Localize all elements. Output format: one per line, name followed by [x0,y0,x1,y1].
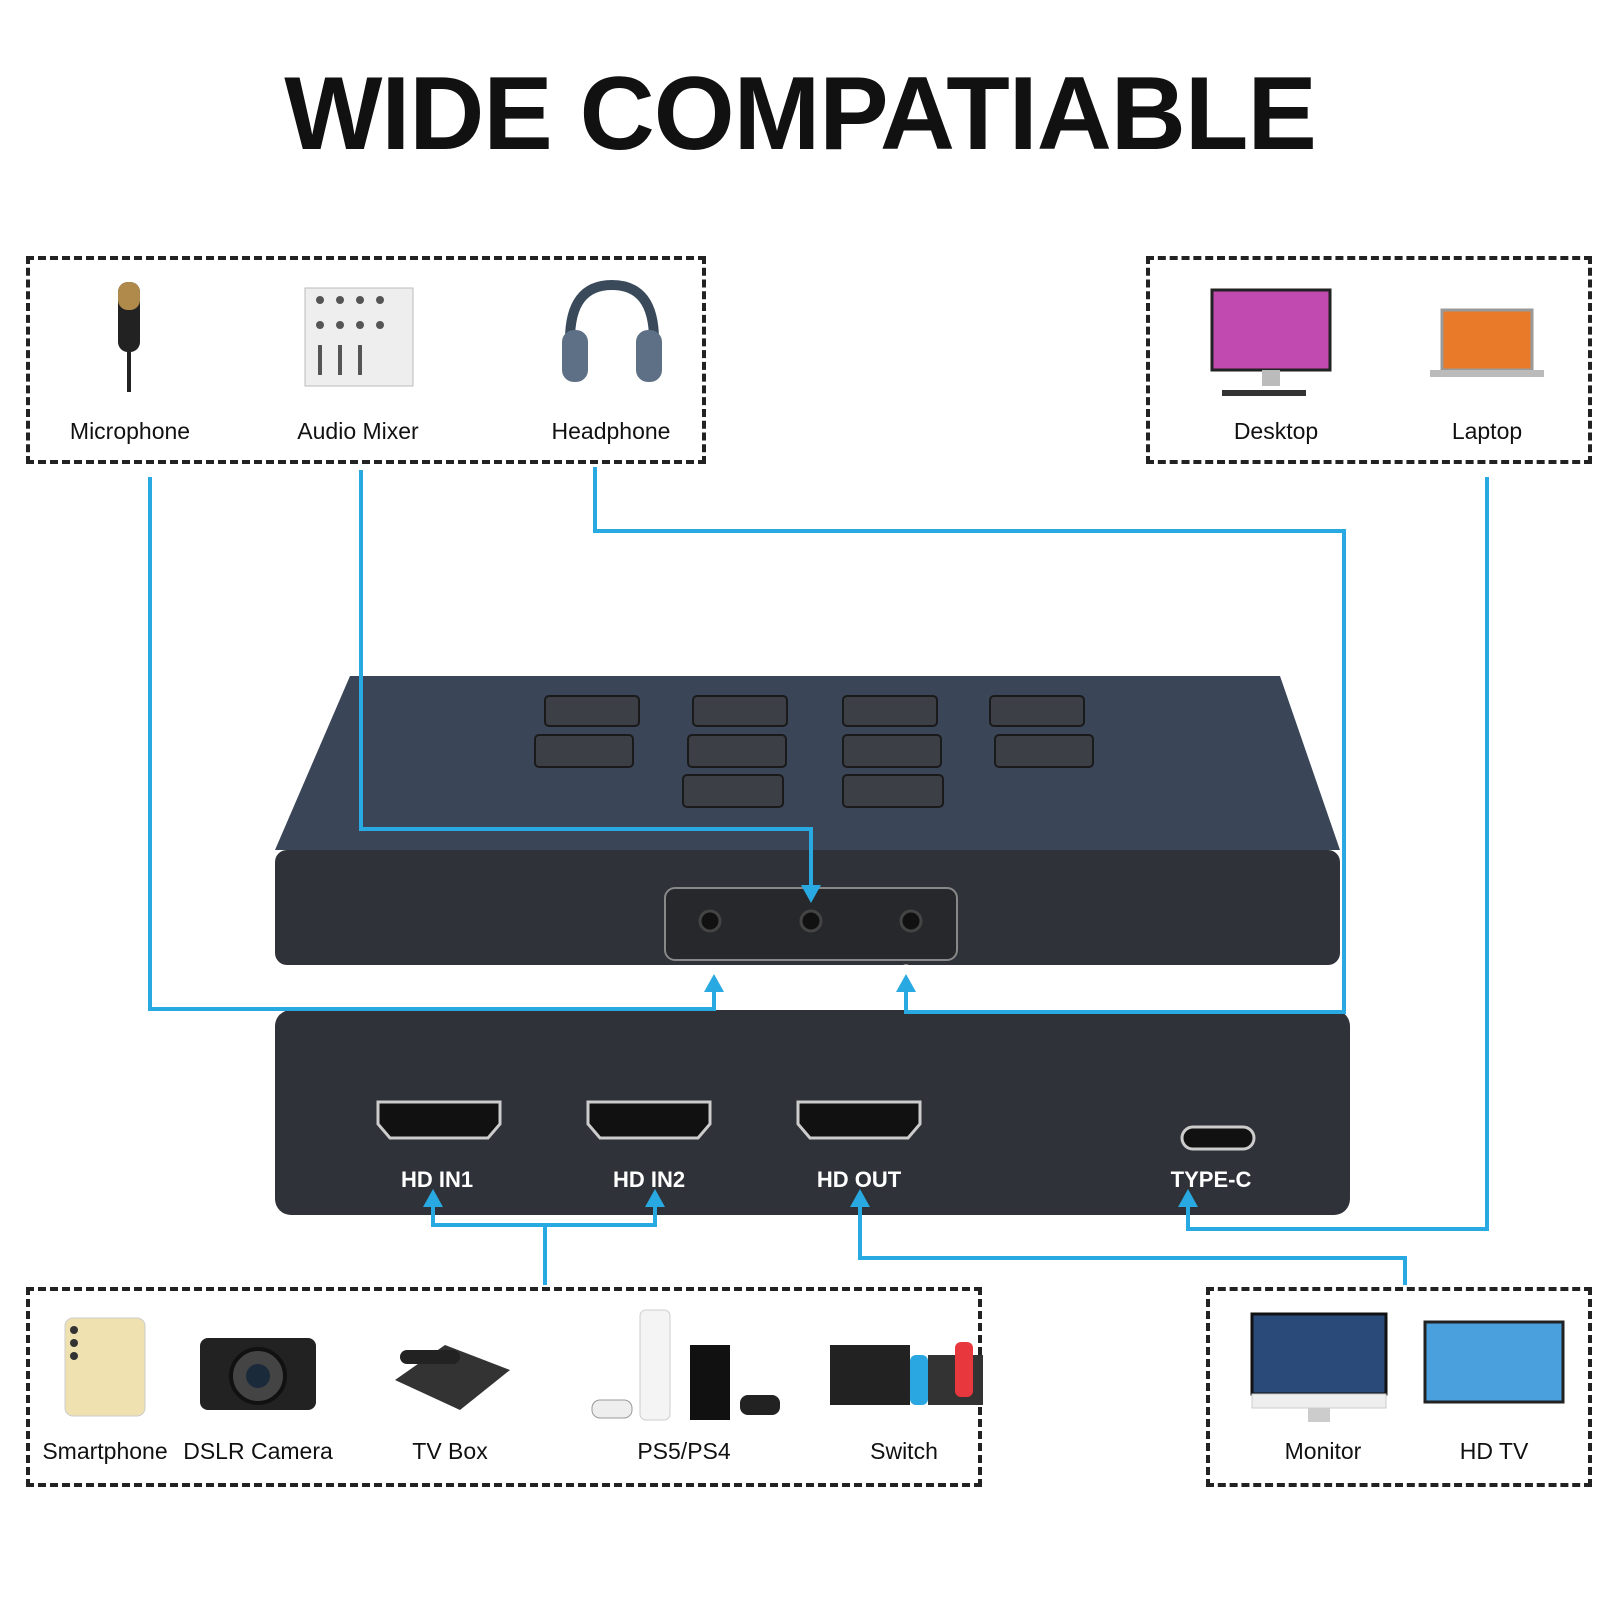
tv-box-icon [395,1345,510,1410]
label-switch: Switch [870,1438,938,1464]
audio-mixer-icon [304,287,414,387]
hd-in2-label: HD IN2 [612,1167,686,1192]
label-hd-tv: HD TV [1459,1438,1529,1464]
connection-lines [148,467,1489,1285]
microphone-icon [118,282,140,392]
page-title: WIDE COMPATIABLE [284,56,1317,172]
mic-in-label: MIC IN [708,966,740,977]
label-desktop: Desktop [1233,418,1319,444]
device-top-unit [275,676,1340,980]
line-in-label: LINE IN [798,966,834,977]
laptop-icon [1430,308,1544,377]
hd-in1-label: HD IN1 [400,1167,474,1192]
computers-box [1146,256,1592,464]
switch-icon [830,1342,983,1405]
tv-icon [1423,1320,1565,1404]
console-icon [591,1309,780,1421]
type-c-label: TYPE-C [1170,1167,1252,1192]
label-microphone: Microphone [69,418,191,444]
label-audio-mixer: Audio Mixer [297,418,419,444]
hd-out-label: HD OUT [816,1167,902,1192]
label-headphone: Headphone [551,418,671,444]
label-tv-box: TV Box [412,1438,488,1464]
label-ps5-ps4: PS5/PS4 [637,1438,731,1464]
monitor-icon [1250,1312,1388,1422]
label-laptop: Laptop [1451,418,1523,444]
displays-box [1206,1287,1592,1487]
camera-icon [200,1338,316,1410]
label-dslr-camera: DSLR Camera [183,1438,333,1464]
label-smartphone: Smartphone [42,1438,168,1464]
headphone-icon [562,279,662,382]
label-monitor: Monitor [1284,1438,1362,1464]
audio-devices-box [26,256,706,464]
device-bottom-unit [275,1010,1350,1215]
arrow-heads [423,885,1198,1207]
desktop-icon [1210,288,1332,396]
smartphone-icon [64,1317,146,1417]
